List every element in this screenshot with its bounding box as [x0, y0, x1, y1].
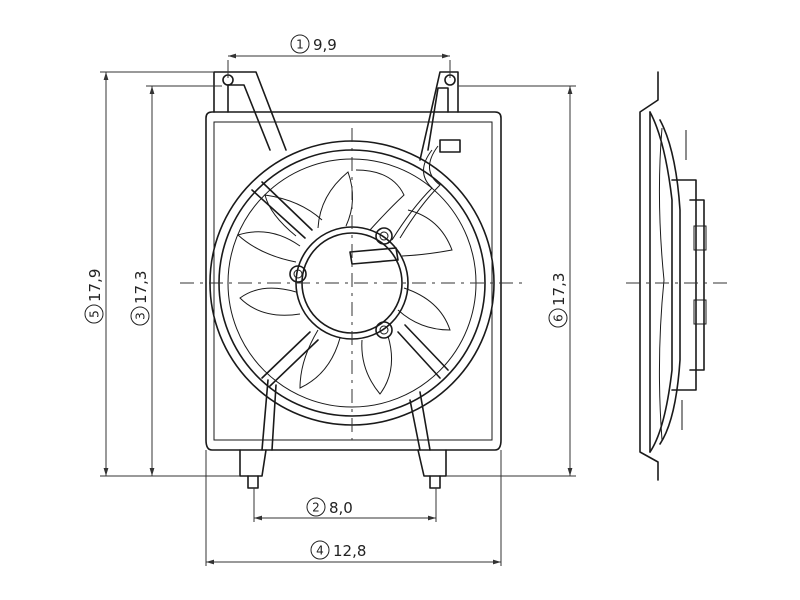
dimension-label-6: 6 17,3	[548, 273, 568, 328]
dimension-label-2: 2 8,0	[306, 497, 353, 517]
fan-side-view	[639, 71, 707, 481]
svg-text:12,8: 12,8	[333, 542, 366, 560]
shroud-front-view	[205, 71, 502, 489]
svg-text:5: 5	[88, 310, 102, 318]
svg-text:2: 2	[312, 501, 320, 515]
dimension-label-3: 3 17,3	[130, 271, 150, 326]
svg-text:9,9: 9,9	[313, 36, 337, 54]
svg-text:8,0: 8,0	[329, 499, 353, 517]
dimension-lines	[100, 53, 576, 566]
svg-text:17,3: 17,3	[550, 273, 568, 306]
svg-text:4: 4	[316, 544, 324, 558]
svg-text:1: 1	[296, 38, 304, 52]
svg-text:17,3: 17,3	[132, 271, 150, 304]
svg-text:3: 3	[134, 312, 148, 320]
dimension-label-1: 1 9,9	[290, 34, 337, 54]
dimension-label-4: 4 12,8	[310, 540, 366, 560]
svg-text:6: 6	[552, 314, 566, 322]
svg-text:17,9: 17,9	[86, 269, 104, 302]
centerlines	[180, 128, 730, 440]
dimension-label-5: 5 17,9	[84, 269, 104, 324]
